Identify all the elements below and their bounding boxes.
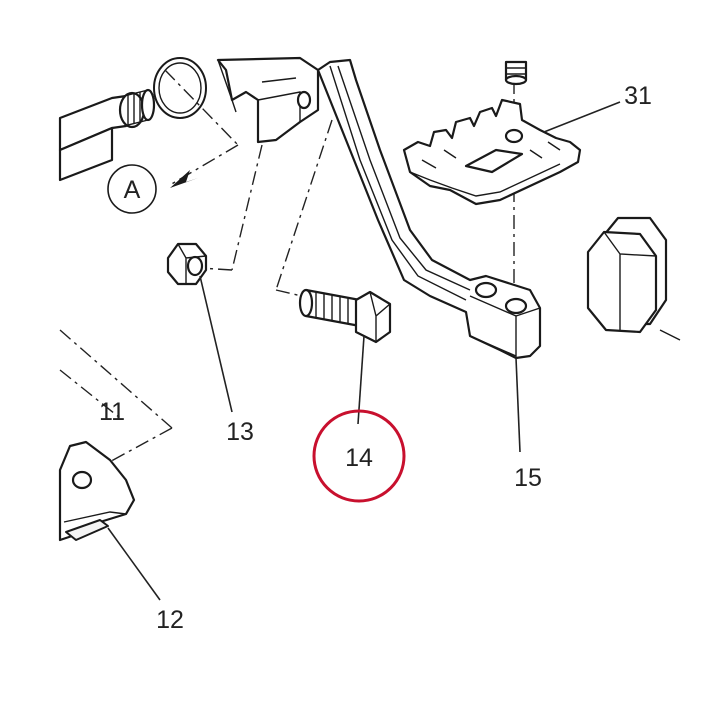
callout-15: 15 xyxy=(514,464,542,492)
callout-12: 12 xyxy=(156,606,184,634)
reference-circle xyxy=(107,164,157,214)
callout-14: 14 xyxy=(345,444,373,472)
callout-11: 11 xyxy=(99,398,125,426)
large-nut-part xyxy=(586,216,681,341)
shaft-part xyxy=(58,88,156,182)
lower-bracket-part xyxy=(58,440,136,542)
nut-part xyxy=(166,242,208,286)
leader-12 xyxy=(107,527,161,601)
frame-bracket-part xyxy=(216,56,320,144)
brake-pedal-lever-part xyxy=(316,58,542,360)
leader-14 xyxy=(357,335,365,425)
direction-arrow xyxy=(170,170,198,188)
callout-13: 13 xyxy=(226,418,254,446)
callout-labels: 11 12 13 14 15 31 xyxy=(99,82,652,634)
leader-lines xyxy=(107,101,621,601)
leader-15 xyxy=(515,357,521,453)
footpeg-part xyxy=(402,98,582,206)
highlight-circle xyxy=(312,409,406,503)
reference-marker-label: A xyxy=(124,176,141,204)
o-ring-part xyxy=(153,57,207,119)
footpeg-screw-part xyxy=(504,60,528,86)
reference-marker-a: A xyxy=(107,164,157,214)
callout-31: 31 xyxy=(624,82,652,110)
bolt-part xyxy=(298,288,392,344)
leader-31 xyxy=(543,101,621,133)
leader-13 xyxy=(199,275,233,413)
